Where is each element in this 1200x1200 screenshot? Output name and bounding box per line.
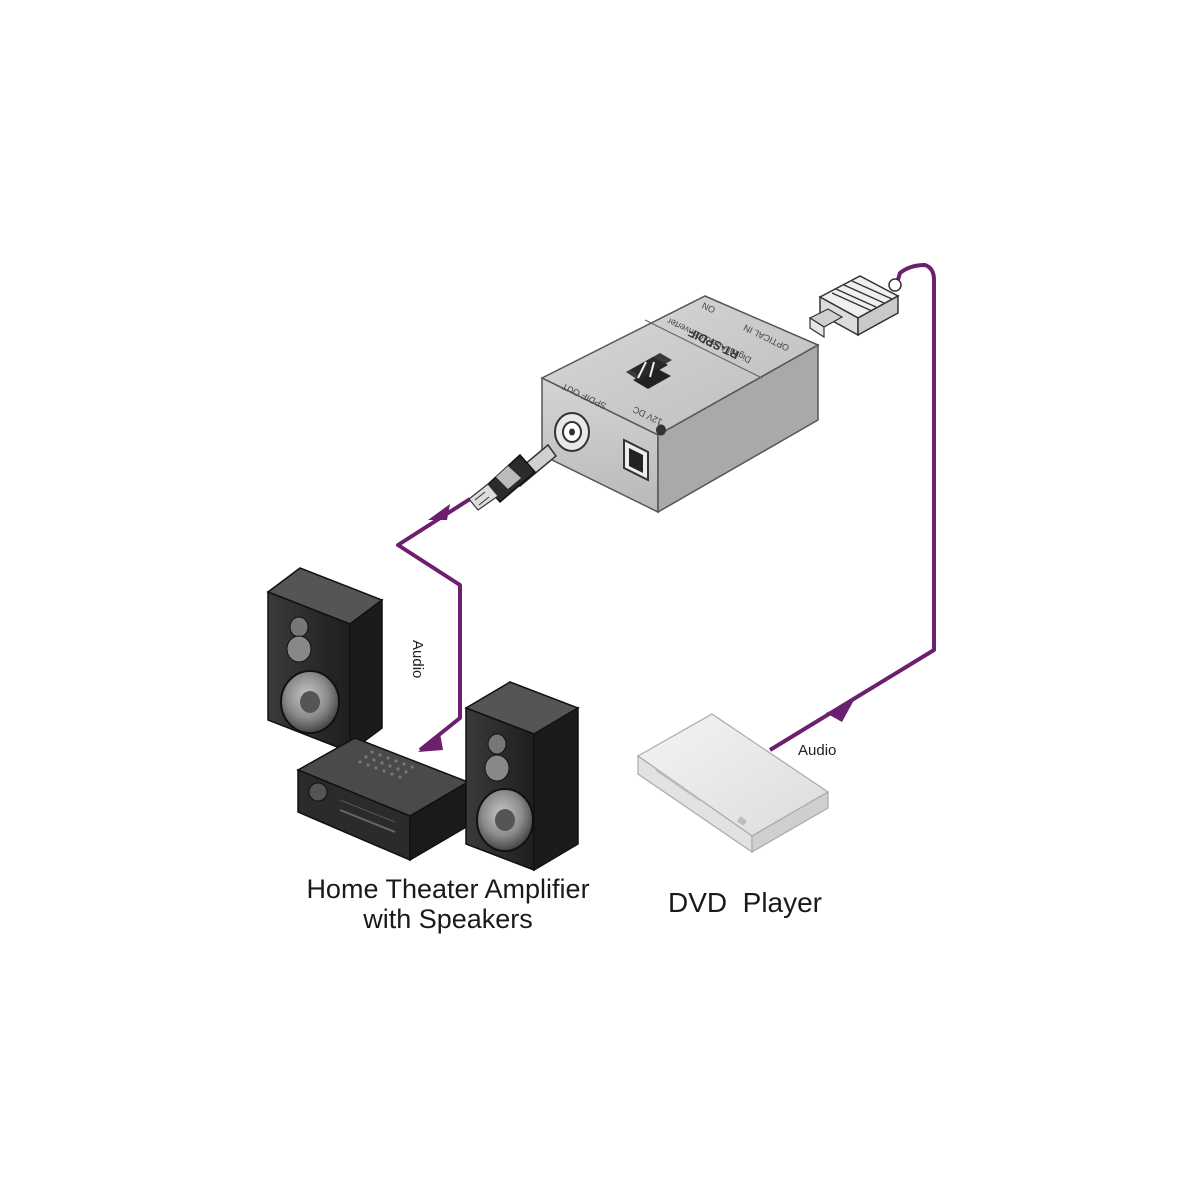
dvd-player-icon: [636, 713, 830, 854]
dvd-caption: DVD Player: [667, 887, 823, 918]
left-cable-label: Audio: [409, 640, 426, 679]
amplifier-caption: Home Theater Amplifier with Speakers: [278, 874, 618, 934]
arrow-icon: [428, 504, 450, 520]
optical-plug-icon: [808, 275, 902, 339]
speaker-icon: [266, 567, 384, 754]
speaker-icon: [464, 681, 580, 872]
rca-plug-icon: [468, 443, 558, 511]
spdif-out-connector: [554, 412, 590, 452]
amplifier-icon: [296, 737, 470, 862]
audio-cable-left: [396, 497, 472, 752]
arrow-icon: [826, 700, 854, 722]
dc-power-jack: [623, 438, 649, 482]
power-led: [656, 424, 666, 436]
amplifier-caption-line2: with Speakers: [363, 904, 533, 935]
amplifier-caption-line1: Home Theater Amplifier: [306, 874, 590, 904]
arrow-icon: [418, 733, 443, 752]
converter-box: RT-SPDIF Digital Audio Converter OPTICAL…: [540, 295, 820, 514]
kramer-logo-icon: [626, 353, 672, 389]
right-cable-label: Audio: [798, 742, 837, 759]
audio-cable-right: [768, 263, 936, 752]
